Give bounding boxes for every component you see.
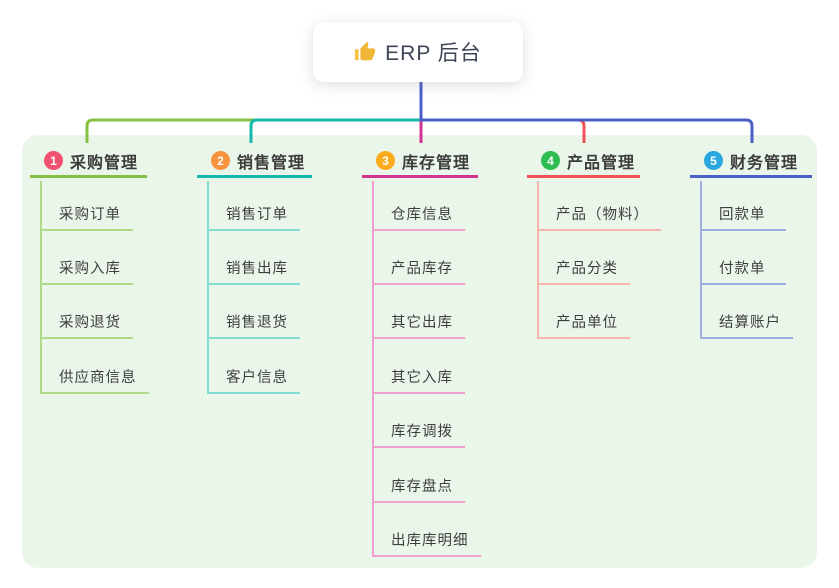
branch-4-child-1[interactable]: 产品（物料） [537,205,661,231]
branch-4-child-3[interactable]: 产品单位 [537,313,630,340]
branch-number-badge: 3 [376,151,395,170]
branch-3-child-4[interactable]: 其它入库 [372,368,465,394]
child-label: 销售出库 [226,260,288,277]
child-label: 出库库明细 [391,532,469,549]
child-label: 采购订单 [59,206,121,223]
branch-rail [537,181,539,340]
branch-5-header[interactable]: 5 财务管理 [690,146,812,178]
branch-2-child-3[interactable]: 销售退货 [207,313,300,340]
branch-1-child-2[interactable]: 采购入库 [40,259,133,285]
branch-title: 采购管理 [70,154,139,172]
branch-2-child-1[interactable]: 销售订单 [207,205,300,231]
child-label: 其它出库 [391,315,453,332]
root-title: ERP 后台 [385,42,482,65]
branch-number-badge: 1 [44,151,63,170]
branch-3-child-3[interactable]: 其它出库 [372,313,465,340]
thumbs-up-icon [355,41,376,61]
child-label: 库存盘点 [391,478,453,495]
branch-3-child-5[interactable]: 库存调拨 [372,422,465,449]
child-label: 采购退货 [59,315,121,332]
branch-3-child-6[interactable]: 库存盘点 [372,477,465,503]
branch-1-child-1[interactable]: 采购订单 [40,205,133,231]
branch-2-child-2[interactable]: 销售出库 [207,259,300,285]
branch-title: 财务管理 [730,154,799,172]
branch-number-badge: 5 [704,151,723,170]
branch-3-header[interactable]: 3 库存管理 [362,146,478,178]
branch-5-child-1[interactable]: 回款单 [700,205,786,231]
child-label: 销售订单 [226,206,288,223]
branch-rail [372,181,374,557]
branch-number-badge: 2 [211,151,230,170]
branch-number-badge: 4 [541,151,560,170]
child-label: 产品分类 [556,260,618,277]
branch-3-child-2[interactable]: 产品库存 [372,259,465,285]
branch-rail [700,181,702,340]
branch-2-header[interactable]: 2 销售管理 [197,146,312,178]
child-label: 供应商信息 [59,369,137,386]
child-label: 销售退货 [226,315,288,332]
branch-3-child-7[interactable]: 出库库明细 [372,531,481,557]
child-label: 结算账户 [719,315,781,332]
branch-rail [207,181,209,394]
child-label: 客户信息 [226,369,288,386]
branch-3-child-1[interactable]: 仓库信息 [372,205,465,231]
branch-title: 销售管理 [237,154,306,172]
child-label: 产品（物料） [556,206,649,223]
child-label: 仓库信息 [391,206,453,223]
branch-title: 产品管理 [567,154,636,172]
child-label: 库存调拨 [391,424,453,441]
branch-rail [40,181,42,394]
child-label: 其它入库 [391,369,453,386]
branch-1-child-4[interactable]: 供应商信息 [40,368,149,394]
branch-4-header[interactable]: 4 产品管理 [527,146,640,178]
branch-5-child-2[interactable]: 付款单 [700,259,786,285]
branch-5-child-3[interactable]: 结算账户 [700,313,793,340]
child-label: 产品单位 [556,315,618,332]
root-node[interactable]: ERP 后台 [313,22,523,82]
branch-title: 库存管理 [402,154,471,172]
child-label: 采购入库 [59,260,121,277]
diagram-panel [22,135,817,568]
branch-1-child-3[interactable]: 采购退货 [40,313,133,340]
child-label: 回款单 [719,206,766,223]
branch-1-header[interactable]: 1 采购管理 [30,146,147,178]
child-label: 产品库存 [391,260,453,277]
child-label: 付款单 [719,260,766,277]
branch-2-child-4[interactable]: 客户信息 [207,368,300,394]
branch-4-child-2[interactable]: 产品分类 [537,259,630,285]
